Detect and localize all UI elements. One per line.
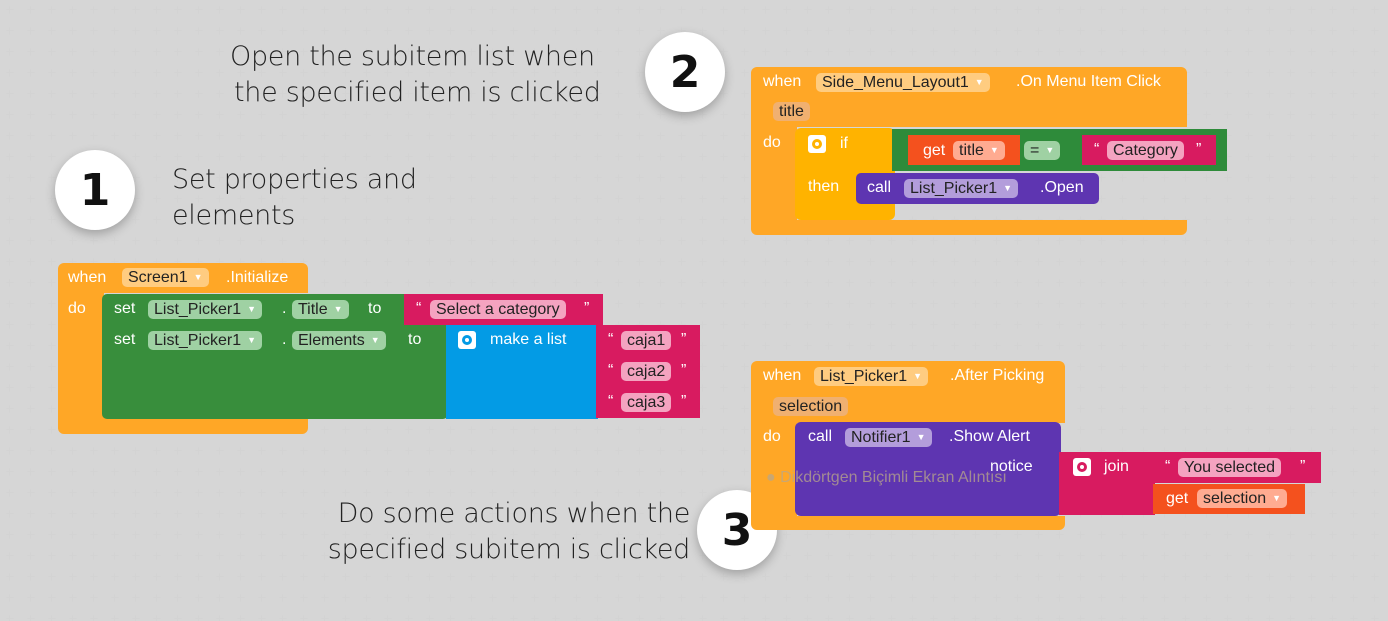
quote-close: ” xyxy=(584,300,590,317)
after-picking-event-label: .After Picking xyxy=(950,367,1045,384)
chevron-down-icon: ▼ xyxy=(974,77,984,87)
mutator-gear-icon[interactable] xyxy=(1073,458,1091,476)
equals-operator-dropdown[interactable]: =▼ xyxy=(1024,141,1061,160)
chevron-down-icon: ▼ xyxy=(370,335,380,345)
quote-close: ” xyxy=(1196,141,1202,158)
title-component-dropdown[interactable]: List_Picker1▼ xyxy=(148,300,263,319)
dot-label: . xyxy=(282,300,287,317)
chevron-down-icon: ▼ xyxy=(989,145,999,155)
quote-open: “ xyxy=(1165,458,1171,475)
chevron-down-icon: ▼ xyxy=(916,432,926,442)
category-text[interactable]: Category xyxy=(1107,141,1184,160)
quote-open: “ xyxy=(608,393,614,410)
show-alert-method-label: .Show Alert xyxy=(949,428,1030,445)
do-keyword: do xyxy=(763,428,781,445)
join-label: join xyxy=(1104,458,1129,475)
quote-close: ” xyxy=(681,393,687,410)
when-keyword: when xyxy=(763,367,802,384)
screen-component-dropdown[interactable]: Screen1▼ xyxy=(122,268,209,287)
elements-component-dropdown[interactable]: List_Picker1▼ xyxy=(148,331,263,350)
chevron-down-icon: ▼ xyxy=(1272,493,1282,503)
chevron-down-icon: ▼ xyxy=(913,371,923,381)
chevron-down-icon: ▼ xyxy=(1045,145,1055,155)
step1-caption: Set properties and elements xyxy=(172,164,417,231)
selection-parameter[interactable]: selection xyxy=(773,397,849,416)
get-title-dropdown[interactable]: title▼ xyxy=(953,141,1005,160)
chevron-down-icon: ▼ xyxy=(247,304,257,314)
list-item-text[interactable]: caja2 xyxy=(621,362,672,381)
chevron-down-icon: ▼ xyxy=(333,304,343,314)
to-keyword: to xyxy=(408,331,422,348)
select-category-text[interactable]: Select a category xyxy=(430,300,566,319)
chevron-down-icon: ▼ xyxy=(193,272,203,282)
step3-caption: Do some actions when the specified subit… xyxy=(327,498,691,565)
notifier-component-dropdown[interactable]: Notifier1▼ xyxy=(845,428,932,447)
set-keyword: set xyxy=(114,331,136,348)
side-menu-component-dropdown[interactable]: Side_Menu_Layout1▼ xyxy=(816,73,990,92)
you-selected-text[interactable]: You selected xyxy=(1178,458,1282,477)
when-keyword: when xyxy=(763,73,802,90)
quote-open: “ xyxy=(1094,141,1100,158)
call-keyword: call xyxy=(808,428,833,445)
chevron-down-icon: ▼ xyxy=(247,335,257,345)
chevron-down-icon: ▼ xyxy=(1003,183,1013,193)
when-keyword: when xyxy=(68,269,107,286)
quote-close: ” xyxy=(1300,458,1306,475)
mutator-gear-icon[interactable] xyxy=(808,135,826,153)
dot-label: . xyxy=(282,331,287,348)
make-list-label: make a list xyxy=(490,331,567,348)
do-keyword: do xyxy=(68,300,86,317)
title-parameter[interactable]: title xyxy=(773,102,810,121)
call-keyword: call xyxy=(867,179,892,196)
to-keyword: to xyxy=(368,300,382,317)
mutator-gear-icon[interactable] xyxy=(458,331,476,349)
open-method-label: .Open xyxy=(1040,179,1084,196)
list-item-text[interactable]: caja1 xyxy=(621,331,672,350)
ghost-overlay-text: ● Dikdörtgen Biçimli Ekran Alıntısı xyxy=(766,469,1007,486)
menu-item-click-event-label: .On Menu Item Click xyxy=(1016,73,1161,90)
if-keyword: if xyxy=(840,135,848,152)
step1-badge: 1 xyxy=(55,150,135,230)
quote-open: “ xyxy=(416,300,422,317)
after-picking-component-dropdown[interactable]: List_Picker1▼ xyxy=(814,367,929,386)
get-keyword: get xyxy=(1166,490,1189,507)
get-keyword: get xyxy=(923,142,946,159)
step2-caption: Open the subitem list when the specified… xyxy=(230,41,601,108)
quote-open: “ xyxy=(608,331,614,348)
get-selection-dropdown[interactable]: selection▼ xyxy=(1197,489,1288,508)
step2-badge: 2 xyxy=(645,32,725,112)
quote-open: “ xyxy=(608,362,614,379)
quote-close: ” xyxy=(681,331,687,348)
elements-property-dropdown[interactable]: Elements▼ xyxy=(292,331,386,350)
then-keyword: then xyxy=(808,178,840,195)
quote-close: ” xyxy=(681,362,687,379)
do-keyword: do xyxy=(763,134,781,151)
title-property-dropdown[interactable]: Title▼ xyxy=(292,300,349,319)
notice-label: notice xyxy=(990,458,1033,475)
initialize-event-label: .Initialize xyxy=(226,269,289,286)
list-item-text[interactable]: caja3 xyxy=(621,393,672,412)
list-picker-component-dropdown[interactable]: List_Picker1▼ xyxy=(904,179,1019,198)
set-keyword: set xyxy=(114,300,136,317)
